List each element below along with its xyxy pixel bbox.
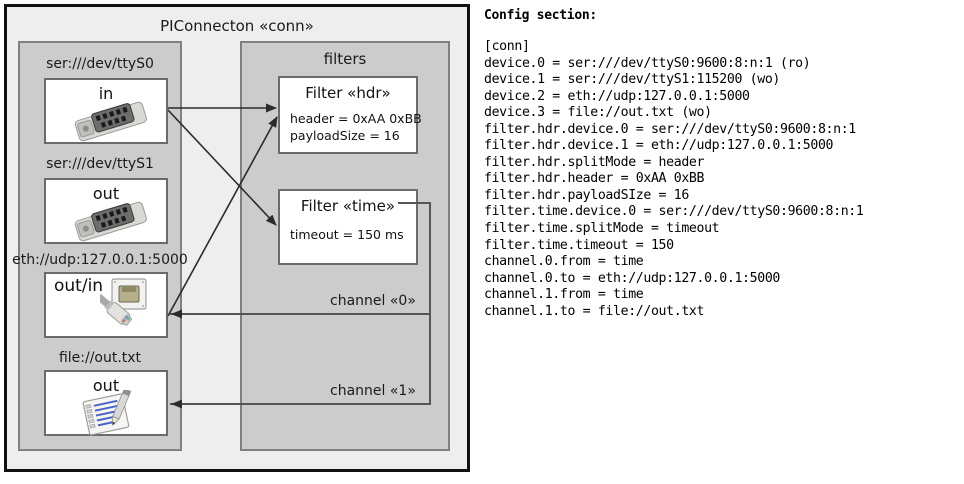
config-section: Config section: [conn] device.0 = ser://… xyxy=(484,8,960,476)
device-label-ttys0: ser:///dev/ttyS0 xyxy=(46,56,154,72)
device-label-eth: eth://udp:127.0.0.1:5000 xyxy=(12,252,188,268)
serial-port-icon xyxy=(74,201,147,242)
filter-card-time[interactable]: Filter «time» timeout = 150 ms xyxy=(278,189,418,265)
filter-card-hdr[interactable]: Filter «hdr» header = 0xAA 0xBB payloadS… xyxy=(278,76,422,154)
channel-1-label: channel «1» xyxy=(330,383,416,399)
text-file-icon xyxy=(82,390,132,436)
device-card-file[interactable]: out xyxy=(44,370,168,436)
config-heading: Config section: xyxy=(484,8,597,23)
device-mode-file: out xyxy=(92,376,120,395)
device-card-ttys0[interactable]: in xyxy=(44,78,168,144)
serial-port-icon xyxy=(74,101,147,142)
filter-time-title: Filter «time» xyxy=(300,197,396,215)
device-card-ttys1[interactable]: out xyxy=(44,178,168,244)
device-label-file: file://out.txt xyxy=(58,350,142,366)
filters-group-title: filters xyxy=(323,50,367,68)
filter-hdr-title: Filter «hdr» xyxy=(305,84,391,102)
page-title: PIConnecton «conn» xyxy=(160,17,314,35)
config-lines: [conn] device.0 = ser:///dev/ttyS0:9600:… xyxy=(484,39,864,319)
device-mode-ttys0: in xyxy=(98,84,114,103)
ethernet-jack-icon xyxy=(100,278,147,326)
channel-0-label: channel «0» xyxy=(330,293,416,309)
filter-hdr-prop-payloadsize: payloadSize = 16 xyxy=(290,128,400,143)
filter-hdr-prop-header: header = 0xAA 0xBB xyxy=(290,111,422,126)
device-card-eth[interactable]: out/in xyxy=(44,272,168,338)
device-label-ttys1: ser:///dev/ttyS1 xyxy=(46,156,154,172)
device-mode-eth: out/in xyxy=(54,276,104,296)
filter-time-prop-timeout: timeout = 150 ms xyxy=(290,227,404,242)
device-mode-ttys1: out xyxy=(92,184,120,203)
